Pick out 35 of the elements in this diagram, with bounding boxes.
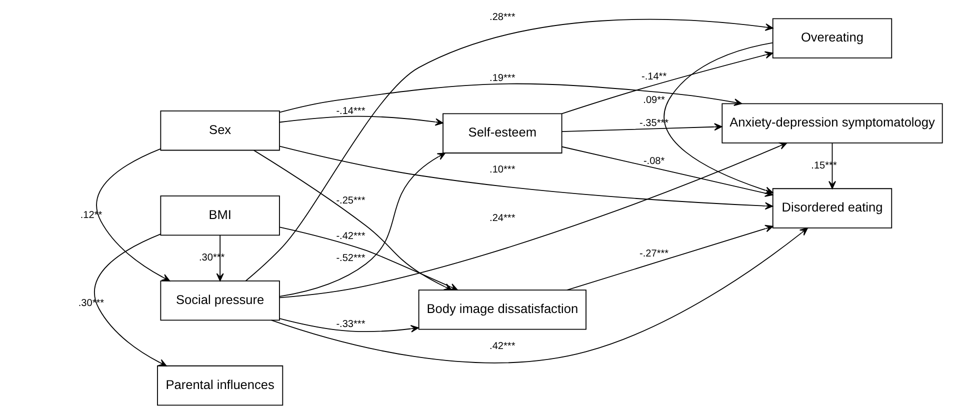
arrow bbox=[279, 318, 419, 332]
arrow bbox=[279, 142, 788, 298]
edge-label: -.33*** bbox=[336, 318, 366, 330]
edge-label: -.52*** bbox=[336, 253, 366, 264]
edge-label: -.08* bbox=[643, 156, 665, 168]
node-box: Disordered eating bbox=[772, 188, 892, 228]
arrow bbox=[270, 228, 808, 364]
edge-label: .42*** bbox=[490, 340, 516, 352]
arrow bbox=[279, 152, 446, 297]
arrow bbox=[94, 234, 167, 366]
edge-label: -.14** bbox=[642, 71, 667, 82]
arrow bbox=[561, 51, 774, 114]
edge-label: .24*** bbox=[490, 212, 516, 224]
edge-label: .10*** bbox=[490, 164, 516, 176]
node-box: Sex bbox=[160, 110, 280, 151]
node-box: Overeating bbox=[772, 18, 892, 58]
edge-label: .09** bbox=[643, 95, 665, 106]
edge-label: -.14*** bbox=[336, 106, 366, 117]
arrow bbox=[279, 116, 444, 126]
arrow bbox=[566, 224, 774, 290]
arrow bbox=[216, 235, 224, 282]
node-box: Anxiety-depression symptomatology bbox=[722, 103, 943, 144]
node-box: Self-esteem bbox=[442, 113, 562, 154]
arrow bbox=[96, 148, 170, 282]
edge-label: -.25*** bbox=[336, 196, 366, 207]
edge-label: .19*** bbox=[490, 73, 516, 84]
node-box: Parental influences bbox=[157, 365, 284, 406]
edge-label: -.27*** bbox=[640, 248, 669, 260]
edge-label: -.42*** bbox=[336, 231, 366, 242]
arrow bbox=[828, 142, 836, 190]
node-box: BMI bbox=[160, 195, 280, 236]
arrow bbox=[279, 83, 742, 113]
node-box: Social pressure bbox=[160, 280, 280, 321]
edge-label: .28*** bbox=[490, 12, 516, 23]
node-box: Body image dissatisfaction bbox=[418, 290, 586, 330]
